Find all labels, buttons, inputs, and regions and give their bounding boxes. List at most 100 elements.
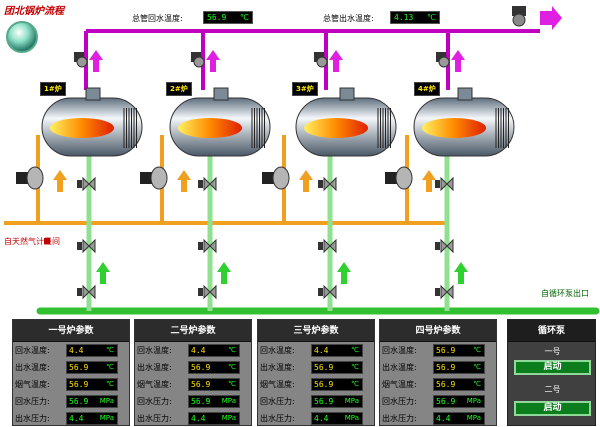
return-flow-arrow-icon	[217, 262, 231, 284]
param-value: 56.9	[314, 363, 334, 372]
param-value: 56.9	[191, 380, 211, 389]
param-unit: ℃	[351, 363, 359, 371]
boiler-3-tag: 3#炉	[292, 82, 318, 96]
param-row: 烟气温度:56.9℃	[380, 376, 496, 393]
param-row: 回水温度: 56.9℃	[380, 342, 496, 359]
return-flow-arrow-icon	[454, 262, 468, 284]
return-valve-icon	[77, 284, 96, 300]
outlet-temp-label: 总管出水温度:	[323, 14, 374, 23]
boiler-3-icon	[295, 87, 397, 157]
param-row: 出水温度:56.9℃	[13, 359, 129, 376]
param-value-box: 56.9℃	[433, 344, 485, 357]
param-value: 56.9	[314, 380, 334, 389]
pump-2-start-button[interactable]: 启动	[514, 401, 591, 416]
param-label: 回水温度:	[260, 346, 295, 355]
param-value-box: 4.4 ℃	[66, 344, 118, 357]
param-unit: ℃	[106, 346, 114, 354]
gas-source-label: 自天然气计量间	[4, 237, 60, 246]
param-value-box: 56.9 ℃	[433, 361, 485, 374]
param-row: 烟气温度: 56.9 ℃	[13, 376, 129, 393]
param-label: 出水温度:	[260, 363, 295, 372]
param-unit: ℃	[106, 380, 114, 388]
return-valve-icon	[198, 176, 217, 192]
return-main-temp-unit: ℃	[240, 13, 249, 22]
param-label: 回水温度:	[382, 346, 417, 355]
return-valve-icon	[77, 238, 96, 254]
param-row: 烟气温度:56.9℃	[135, 376, 251, 393]
boiler-1-tag: 1#炉	[40, 82, 66, 96]
param-value: 4.4	[314, 346, 329, 355]
param-label: 出水压力:	[137, 414, 172, 423]
return-valve-icon	[435, 238, 454, 254]
pump-1-start-button[interactable]: 启动	[514, 360, 591, 375]
param-label: 回水压力:	[15, 397, 50, 406]
outlet-temp-unit: ℃	[427, 13, 436, 22]
param-unit: MPa	[466, 414, 481, 422]
boiler-4-panel-title: 四号炉参数	[380, 320, 496, 342]
boiler-1-panel-title: 一号炉参数	[13, 320, 129, 342]
param-label: 出水压力:	[15, 414, 50, 423]
boiler-3-panel-title: 三号炉参数	[258, 320, 374, 342]
param-label: 出水压力:	[382, 414, 417, 423]
param-label: 回水压力:	[137, 397, 172, 406]
header-valve-icon	[512, 6, 526, 27]
outlet-temp-number: 4.13	[394, 13, 414, 22]
param-unit: ℃	[473, 346, 481, 354]
param-value: 4.4	[69, 414, 84, 423]
page-title: 团北锅炉流程	[4, 6, 64, 17]
param-value: 4.4	[69, 346, 84, 355]
param-value-box: 4.4 ℃	[188, 344, 240, 357]
boiler-4-icon	[413, 87, 515, 157]
param-label: 回水压力:	[260, 397, 295, 406]
pump-1-label: 一号	[544, 347, 561, 356]
param-unit: MPa	[466, 397, 481, 405]
param-unit: ℃	[473, 363, 481, 371]
param-value: 56.9	[191, 363, 211, 372]
param-label: 回水压力:	[382, 397, 417, 406]
param-label: 烟气温度:	[15, 380, 50, 389]
param-value: 56.9	[69, 397, 89, 406]
param-row: 出水温度: 56.9 ℃	[258, 359, 374, 376]
boiler-4-tag: 4#炉	[414, 82, 440, 96]
boiler-2-panel-title: 二号炉参数	[135, 320, 251, 342]
gas-source-marker-icon	[44, 238, 50, 244]
param-label: 回水温度:	[15, 346, 50, 355]
supply-flow-arrow-icon	[451, 50, 465, 72]
param-unit: MPa	[99, 397, 114, 405]
param-unit: MPa	[344, 414, 359, 422]
return-main-temp-number: 56.9	[207, 13, 227, 22]
param-unit: MPa	[221, 397, 236, 405]
param-value: 4.4	[314, 414, 329, 423]
param-value-box: 56.9℃	[188, 378, 240, 391]
gas-valve-icon	[140, 166, 168, 190]
param-value: 56.9	[69, 380, 89, 389]
param-unit: ℃	[228, 346, 236, 354]
param-row: 回水温度:4.4℃	[135, 342, 251, 359]
return-valve-icon	[318, 284, 337, 300]
return-valve-icon	[318, 238, 337, 254]
supply-flow-arrow-icon	[206, 50, 220, 72]
gas-flow-arrow-icon	[299, 170, 313, 192]
param-value: 4.4	[191, 414, 206, 423]
param-unit: ℃	[106, 363, 114, 371]
param-value: 4.4	[191, 346, 206, 355]
gas-flow-arrow-icon	[53, 170, 67, 192]
supply-valve-icon	[191, 52, 205, 68]
param-value: 56.9	[436, 363, 456, 372]
boiler-1-icon	[41, 87, 143, 157]
param-value: 4.4	[436, 414, 451, 423]
param-label: 出水温度:	[15, 363, 50, 372]
status-orb-icon	[6, 21, 38, 53]
param-row: 烟气温度:56.9℃	[258, 376, 374, 393]
param-label: 烟气温度:	[382, 380, 417, 389]
